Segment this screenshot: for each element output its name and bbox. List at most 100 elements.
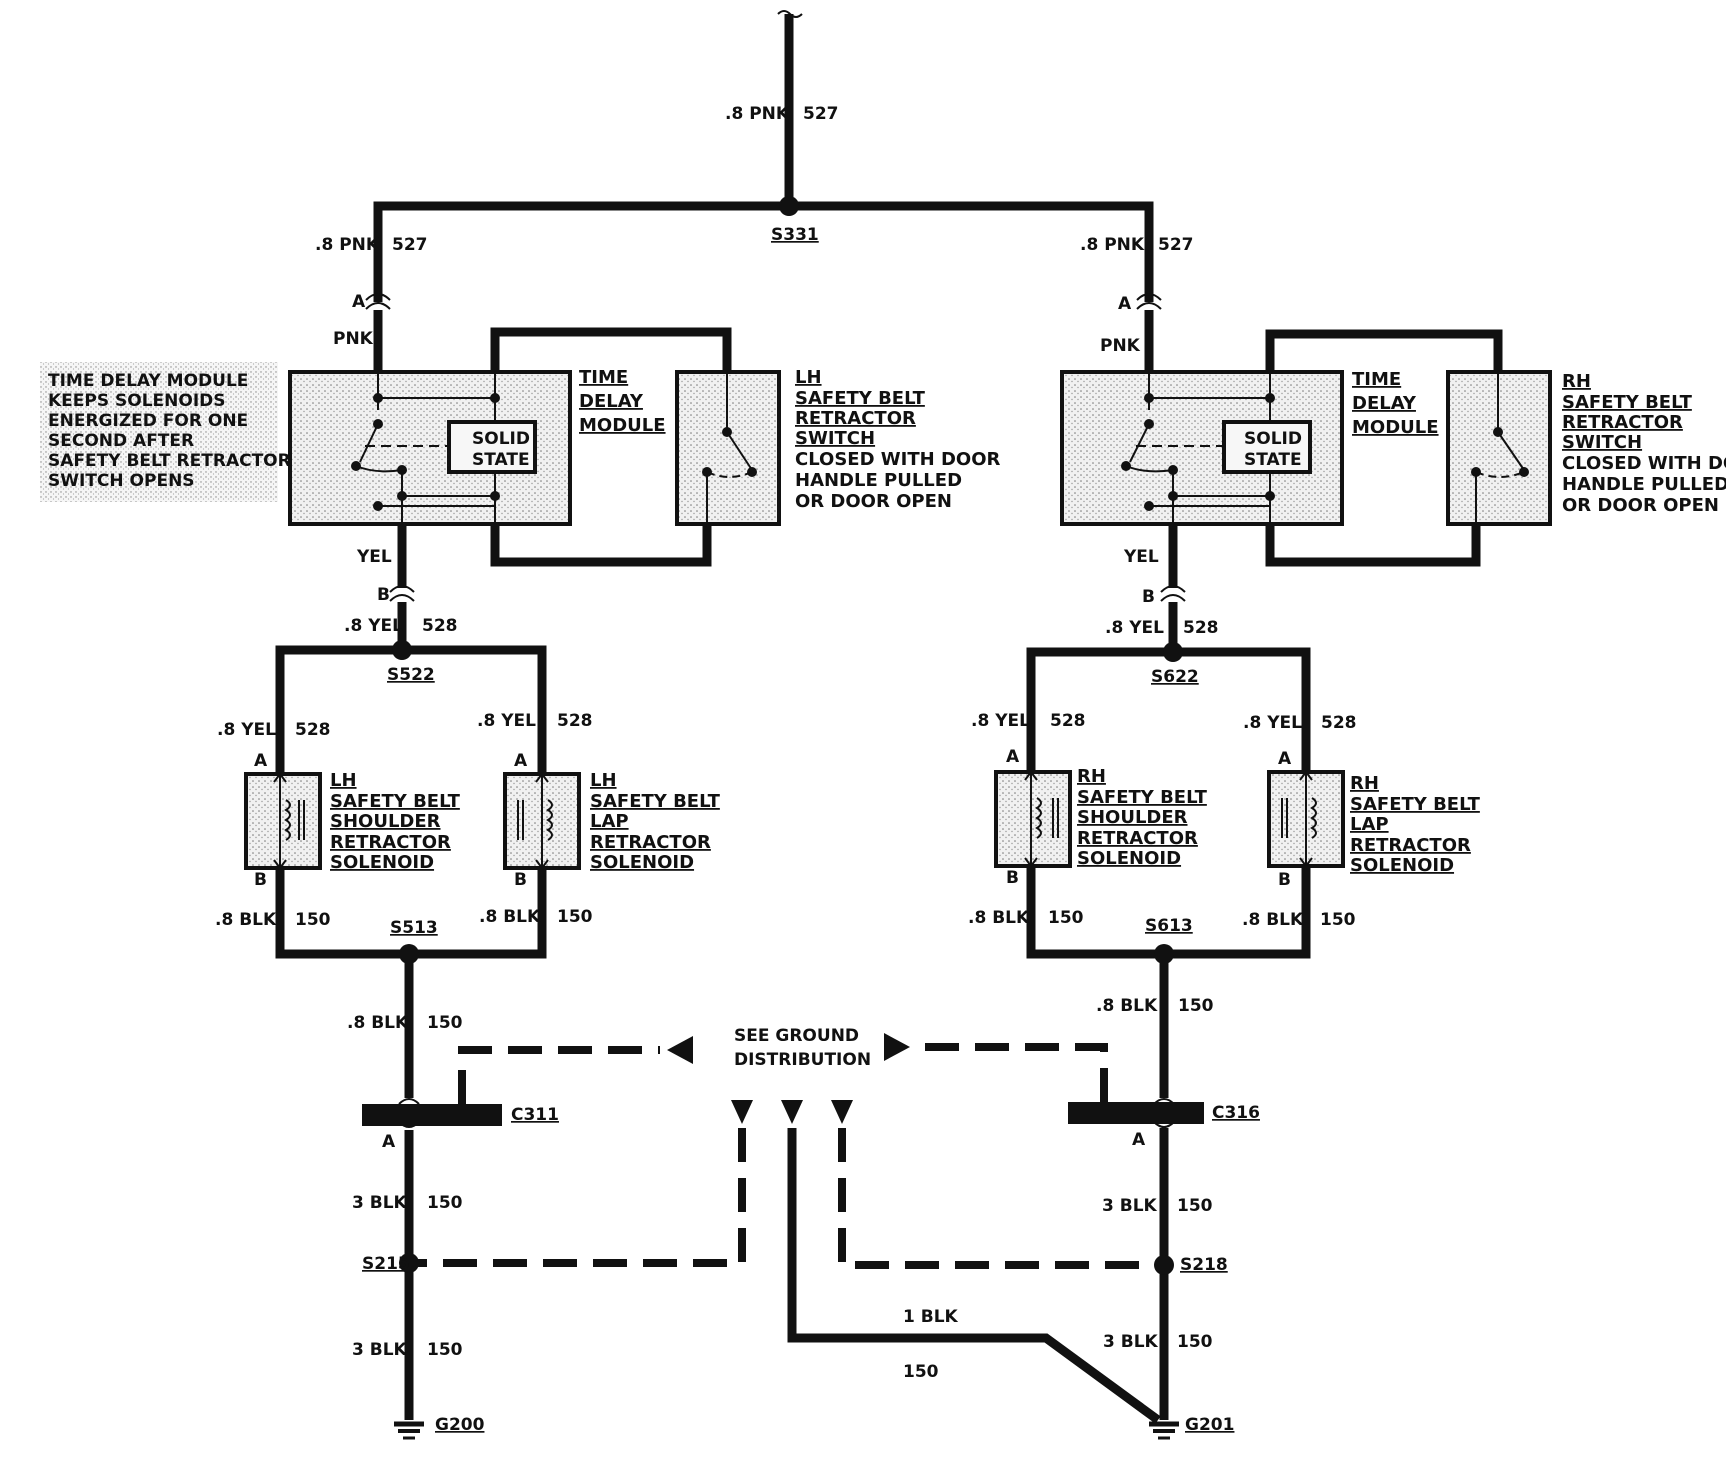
- left-shoulder-line-1: LH: [330, 770, 357, 791]
- right-lap-line-2: SAFETY BELT: [1350, 794, 1481, 815]
- right-switch-line-1: RH: [1562, 371, 1591, 392]
- triangle-down-icon-3: [831, 1100, 853, 1124]
- left-blk3-circuit: 150: [427, 1013, 463, 1033]
- right-blk3-circuit: 150: [1178, 996, 1214, 1016]
- right-state-label: STATE: [1244, 450, 1302, 470]
- left-switch-line-5: CLOSED WITH DOOR: [795, 449, 1001, 470]
- splice-s218-label: S218: [1180, 1255, 1228, 1275]
- right-module-label-3: MODULE: [1352, 417, 1439, 438]
- left-sol1-yel-gauge: .8 YEL: [217, 720, 276, 740]
- arrow-right-icon: [884, 1033, 910, 1061]
- left-module-label-1: TIME: [579, 367, 628, 388]
- left-switch-line-3: RETRACTOR: [795, 408, 916, 429]
- right-sol1-b: B: [1006, 868, 1019, 888]
- right-blk3-gauge: .8 BLK: [1096, 996, 1158, 1016]
- right-pnk-gauge: .8 PNK: [1080, 235, 1145, 255]
- left-sol2-yel-circuit: 528: [557, 711, 593, 731]
- left-shoulder-line-2: SAFETY BELT: [330, 791, 461, 812]
- top-wire-gauge: .8 PNK: [725, 104, 790, 124]
- left-yel2-gauge: .8 YEL: [344, 616, 403, 636]
- note-line-1: TIME DELAY MODULE: [48, 371, 248, 391]
- right-switch-line-6: HANDLE PULLED: [1562, 474, 1726, 495]
- splice-dot-s331: [779, 196, 799, 216]
- left-blk1-circuit: 150: [295, 910, 331, 930]
- splice-s522-label: S522: [387, 665, 435, 685]
- right-sol2-b: B: [1278, 870, 1291, 890]
- left-switch-line-4: SWITCH: [795, 428, 875, 449]
- splice-dot-s522: [392, 640, 412, 660]
- right-sol1-yel-gauge: .8 YEL: [971, 711, 1030, 731]
- left-blk1-gauge: .8 BLK: [215, 910, 277, 930]
- left-lap-line-4: RETRACTOR: [590, 832, 711, 853]
- right-pnk-circuit: 527: [1158, 235, 1194, 255]
- see-ground-line-1: SEE GROUND: [734, 1026, 859, 1046]
- left-conn-a: A: [352, 292, 366, 312]
- ground-g201-label: G201: [1185, 1415, 1234, 1435]
- right-sol2-yel-circuit: 528: [1321, 713, 1357, 733]
- right-blk1-circuit: 150: [1048, 908, 1084, 928]
- right-switch-line-4: SWITCH: [1562, 432, 1642, 453]
- left-yel2-circuit: 528: [422, 616, 458, 636]
- right-shoulder-line-3: SHOULDER: [1077, 807, 1188, 828]
- right-shoulder-line-2: SAFETY BELT: [1077, 787, 1208, 808]
- right-solid-label: SOLID: [1244, 429, 1302, 449]
- left-sol2-yel-gauge: .8 YEL: [477, 711, 536, 731]
- ground-g200-label: G200: [435, 1415, 485, 1435]
- right-lap-line-3: LAP: [1350, 814, 1389, 835]
- left-shoulder-line-3: SHOULDER: [330, 811, 441, 832]
- triangle-down-icon-2: [781, 1100, 803, 1124]
- left-blk2-circuit: 150: [557, 907, 593, 927]
- right-conn-a: A: [1118, 294, 1132, 314]
- left-switch-line-2: SAFETY BELT: [795, 388, 926, 409]
- right-sol2-yel-gauge: .8 YEL: [1243, 713, 1302, 733]
- left-shoulder-line-5: SOLENOID: [330, 852, 434, 873]
- right-solid-state-box: [1222, 420, 1312, 474]
- left-blk4-circuit: 150: [427, 1193, 463, 1213]
- right-module-label-2: DELAY: [1352, 393, 1417, 414]
- left-switch-line-1: LH: [795, 367, 822, 388]
- connector-c316: [1068, 1102, 1204, 1124]
- left-conn-b: B: [377, 585, 390, 605]
- left-c311-a: A: [382, 1132, 396, 1152]
- bottom-wire-gauge: 1 BLK: [903, 1307, 959, 1327]
- right-blk4-gauge: 3 BLK: [1102, 1196, 1158, 1216]
- right-sol1-a: A: [1006, 747, 1020, 767]
- left-lap-line-3: LAP: [590, 811, 629, 832]
- right-blk1-gauge: .8 BLK: [968, 908, 1030, 928]
- see-ground-line-2: DISTRIBUTION: [734, 1050, 871, 1070]
- left-switch-line-7: OR DOOR OPEN: [795, 491, 952, 512]
- note-line-6: SWITCH OPENS: [48, 471, 195, 491]
- left-module-label-2: DELAY: [579, 391, 644, 412]
- left-shoulder-solenoid: [244, 772, 322, 870]
- left-switch-line-6: HANDLE PULLED: [795, 470, 962, 491]
- right-module-label-1: TIME: [1352, 369, 1401, 390]
- right-switch-line-7: OR DOOR OPEN: [1562, 495, 1719, 516]
- note-line-4: SECOND AFTER: [48, 431, 194, 451]
- right-switch-line-3: RETRACTOR: [1562, 412, 1683, 433]
- ground-g201-icon: [1149, 1421, 1179, 1440]
- right-shoulder-line-5: SOLENOID: [1077, 848, 1181, 869]
- right-shoulder-line-1: RH: [1077, 766, 1106, 787]
- splice-s215-label: S215: [362, 1254, 410, 1274]
- splice-s613-label: S613: [1145, 916, 1193, 936]
- splice-dot-s218: [1154, 1255, 1174, 1275]
- right-blk5-circuit: 150: [1177, 1332, 1213, 1352]
- bottom-wire-circuit: 150: [903, 1362, 939, 1382]
- right-c316-a: A: [1132, 1130, 1146, 1150]
- left-yel-label: YEL: [356, 547, 392, 567]
- right-switch-line-2: SAFETY BELT: [1562, 392, 1693, 413]
- right-blk2-circuit: 150: [1320, 910, 1356, 930]
- right-yel2-circuit: 528: [1183, 618, 1219, 638]
- note-line-3: ENERGIZED FOR ONE: [48, 411, 248, 431]
- left-pnk-gauge: .8 PNK: [315, 235, 380, 255]
- left-sol2-b: B: [514, 870, 527, 890]
- note-line-5: SAFETY BELT RETRACTOR: [48, 451, 291, 471]
- right-conn-b: B: [1142, 587, 1155, 607]
- right-blk2-gauge: .8 BLK: [1242, 910, 1304, 930]
- left-pnk-label: PNK: [333, 329, 374, 349]
- splice-dot-s622: [1163, 642, 1183, 662]
- left-sol2-a: A: [514, 751, 528, 771]
- right-lap-line-4: RETRACTOR: [1350, 835, 1471, 856]
- left-blk5-gauge: 3 BLK: [352, 1340, 408, 1360]
- right-pnk-label: PNK: [1100, 336, 1141, 356]
